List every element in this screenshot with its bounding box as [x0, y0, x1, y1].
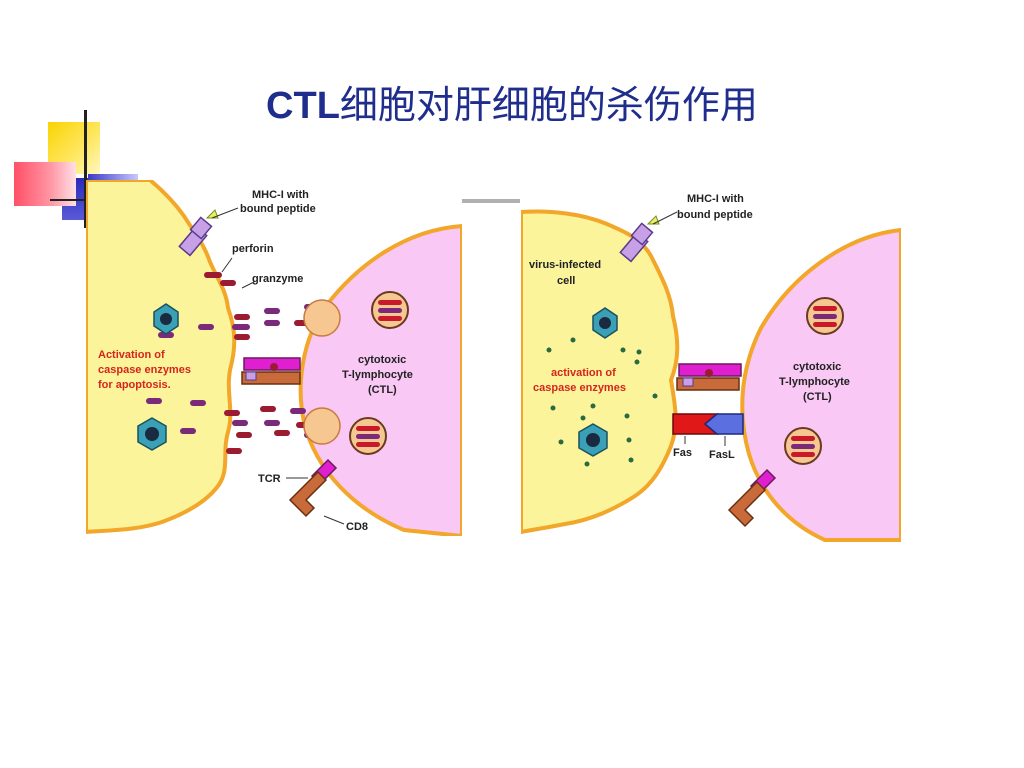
mhc-label-1: MHC-I with [252, 189, 309, 201]
tcr-label: TCR [258, 473, 281, 485]
title-latin: CTL [266, 85, 340, 127]
page-title: CTL细胞对肝细胞的杀伤作用 [0, 74, 1024, 129]
fas-label: Fas [673, 447, 692, 459]
right-ctl-granule-bottom [784, 427, 822, 465]
decor-gray-dash [462, 199, 520, 203]
right-ctl-label-1: cytotoxic [793, 361, 841, 373]
ctl-label-3: (CTL) [368, 384, 397, 396]
infected-cell-nucleus-top [153, 303, 179, 335]
title-cjk: 细胞对肝细胞的杀伤作用 [339, 83, 758, 127]
cd8-label: CD8 [346, 521, 368, 533]
right-nucleus-bottom [578, 423, 608, 457]
ctl-granule-bottom [349, 417, 387, 455]
activation-label-1: Activation of [98, 349, 165, 361]
tcr-mhc-complex [241, 357, 301, 385]
ctl-label-2: T-lymphocyte [342, 369, 413, 381]
perforin-label: perforin [232, 243, 274, 255]
fasl-label: FasL [709, 449, 735, 461]
right-mhc-label-1: MHC-I with [687, 193, 744, 205]
virus-infected-cell [521, 209, 680, 535]
ctl-cell [298, 223, 462, 536]
right-tcr-mhc-complex [676, 363, 742, 391]
right-activation-label-1: activation of [551, 367, 616, 379]
ctl-label-1: cytotoxic [358, 354, 406, 366]
virus-label-1: virus-infected [529, 259, 601, 271]
activation-label-2: caspase enzymes [98, 364, 191, 376]
right-ctl-label-3: (CTL) [803, 391, 832, 403]
ctl-granule-top [371, 291, 409, 329]
virus-label-2: cell [557, 275, 575, 287]
decor-vertical-line [84, 110, 87, 228]
fas-fasl-diagram: MHC-I with bound peptide virus-infected … [521, 184, 901, 562]
decor-red-square [14, 162, 76, 206]
right-activation-label-2: caspase enzymes [533, 382, 626, 394]
mhc-peptide-receptor [178, 209, 219, 257]
mhc-label-2: bound peptide [240, 203, 316, 215]
caspase-dots [546, 337, 658, 467]
right-mhc-receptor [619, 215, 660, 263]
activation-label-3: for apoptosis. [98, 379, 171, 391]
perforin-granzyme-diagram: MHC-I with bound peptide perforin granzy… [86, 180, 462, 536]
right-tcr-cd8-receptor [727, 468, 777, 528]
decor-blue-bar [88, 174, 138, 180]
infected-cell-nucleus-bottom [137, 417, 167, 451]
fas-fasl-complex [672, 413, 744, 435]
right-ctl-granule-top [806, 297, 844, 335]
right-nucleus-top [592, 307, 618, 339]
tcr-cd8-receptor [288, 458, 338, 518]
right-ctl-cell [740, 227, 901, 542]
right-ctl-label-2: T-lymphocyte [779, 376, 850, 388]
right-mhc-label-2: bound peptide [677, 209, 753, 221]
granzyme-label: granzyme [252, 273, 303, 285]
